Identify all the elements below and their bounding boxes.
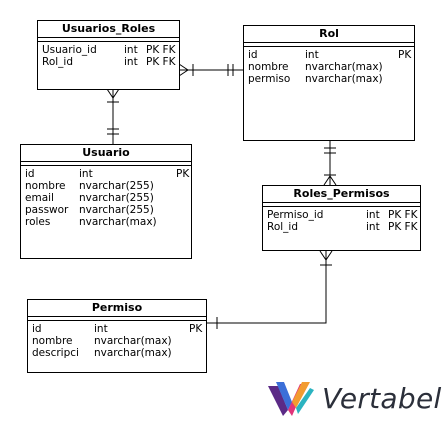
column-key: PK FK — [388, 221, 418, 233]
column-name: Usuario_id — [42, 44, 97, 56]
column-type: int — [94, 323, 108, 335]
column-row: nombre nvarchar(255) — [25, 180, 191, 192]
column-name: roles — [25, 216, 51, 228]
column-row: id int PK — [248, 49, 414, 61]
column-name: nombre — [248, 61, 289, 73]
column-row: passwor nvarchar(255) — [25, 204, 191, 216]
table-usuario[interactable]: Usuario id int PK nombre nvarchar(255) e… — [20, 144, 192, 259]
table-title: Roles_Permisos — [263, 186, 420, 203]
table-permiso[interactable]: Permiso id int PK nombre nvarchar(max) d… — [27, 299, 207, 373]
vertabelo-logo-text: Vertabelo — [322, 382, 442, 415]
column-type: nvarchar(max) — [305, 73, 383, 85]
column-row: permiso nvarchar(max) — [248, 73, 414, 85]
column-key: PK FK — [388, 209, 418, 221]
column-type: int — [366, 221, 380, 233]
column-name: email — [25, 192, 54, 204]
header-divider — [38, 38, 179, 42]
column-row: Rol_id int PK FK — [267, 221, 420, 233]
column-row: Rol_id int PK FK — [42, 56, 179, 68]
column-row: id int PK — [32, 323, 206, 335]
header-divider — [28, 317, 206, 321]
column-type: int — [305, 49, 319, 61]
header-divider — [21, 162, 191, 166]
table-title: Permiso — [28, 300, 206, 317]
column-name: descripci — [32, 347, 79, 359]
table-title: Usuario — [21, 145, 191, 162]
column-key: PK — [189, 323, 203, 335]
column-row: email nvarchar(255) — [25, 192, 191, 204]
column-key: PK — [176, 168, 190, 180]
column-name: passwor — [25, 204, 69, 216]
column-type: nvarchar(max) — [79, 216, 157, 228]
column-type: int — [124, 44, 138, 56]
column-key: PK FK — [146, 56, 176, 68]
column-row: Usuario_id int PK FK — [42, 44, 179, 56]
column-type: nvarchar(255) — [79, 180, 154, 192]
header-divider — [263, 203, 420, 207]
column-name: id — [32, 323, 42, 335]
column-name: id — [25, 168, 35, 180]
column-row: descripci nvarchar(max) — [32, 347, 206, 359]
column-type: nvarchar(255) — [79, 192, 154, 204]
column-type: int — [79, 168, 93, 180]
column-row: roles nvarchar(max) — [25, 216, 191, 228]
table-usuarios-roles[interactable]: Usuarios_Roles Usuario_id int PK FK Rol_… — [37, 20, 180, 90]
table-title: Usuarios_Roles — [38, 21, 179, 38]
table-rol[interactable]: Rol id int PK nombre nvarchar(max) permi… — [243, 25, 415, 141]
table-title: Rol — [244, 26, 414, 43]
column-key: PK — [398, 49, 412, 61]
column-name: nombre — [25, 180, 66, 192]
column-name: Rol_id — [267, 221, 298, 233]
column-key: PK FK — [146, 44, 176, 56]
header-divider — [244, 43, 414, 47]
column-name: nombre — [32, 335, 73, 347]
column-type: int — [124, 56, 138, 68]
column-type: nvarchar(max) — [305, 61, 383, 73]
column-type: nvarchar(max) — [94, 335, 172, 347]
vertabelo-logo-icon — [268, 382, 314, 416]
column-type: nvarchar(255) — [79, 204, 154, 216]
column-type: int — [366, 209, 380, 221]
column-name: Rol_id — [42, 56, 73, 68]
column-row: Permiso_id int PK FK — [267, 209, 420, 221]
column-name: permiso — [248, 73, 291, 85]
column-name: id — [248, 49, 258, 61]
column-row: id int PK — [25, 168, 191, 180]
column-type: nvarchar(max) — [94, 347, 172, 359]
column-row: nombre nvarchar(max) — [32, 335, 206, 347]
rel-rolespermisos-permiso — [207, 251, 327, 324]
table-roles-permisos[interactable]: Roles_Permisos Permiso_id int PK FK Rol_… — [262, 185, 421, 251]
column-name: Permiso_id — [267, 209, 324, 221]
column-row: nombre nvarchar(max) — [248, 61, 414, 73]
